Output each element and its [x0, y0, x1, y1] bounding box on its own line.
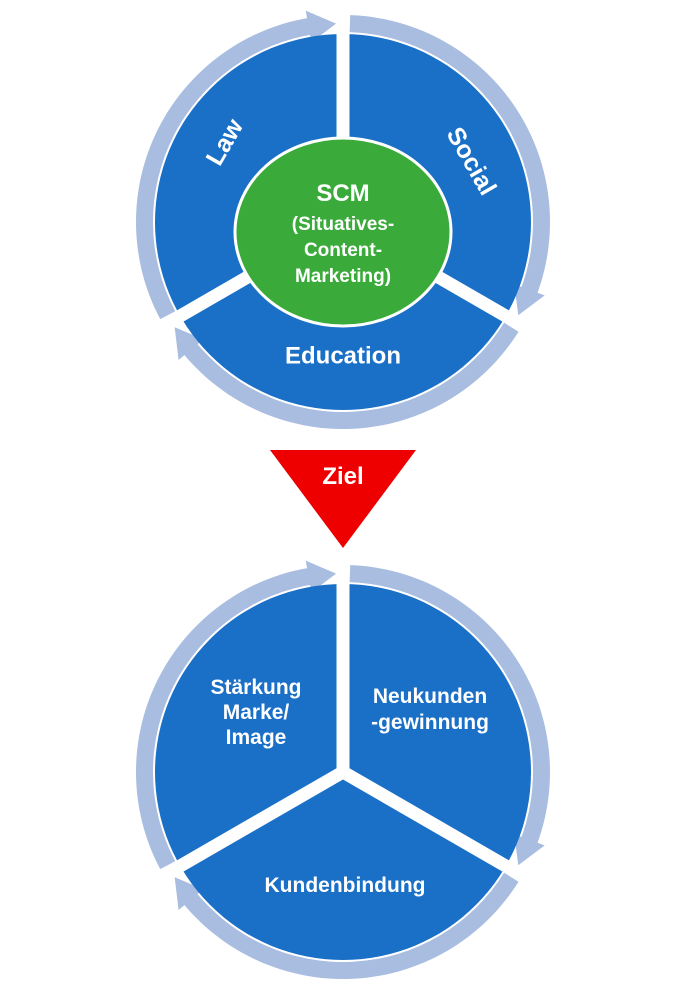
- top-ring-arrowhead: [514, 284, 545, 316]
- goal-label: Ziel: [322, 463, 363, 490]
- bottom-segment-label-staerkung: Marke/: [223, 701, 290, 724]
- top-cycle: Law Social Education SCM (Situatives- Co…: [136, 10, 551, 429]
- goal-triangle: [270, 450, 416, 548]
- scm-subtitle-line: Content-: [304, 240, 382, 261]
- bottom-segment-label-staerkung: Stärkung: [210, 676, 301, 699]
- top-ring-arrowhead: [305, 10, 337, 43]
- bottom-cycle: Stärkung Marke/ Image Neukunden -gewinnu…: [135, 560, 550, 979]
- bottom-segment-label-kundenbindung: Kundenbindung: [265, 874, 426, 897]
- scm-title: SCM: [316, 180, 369, 207]
- scm-subtitle-line: (Situatives-: [292, 214, 394, 235]
- bottom-dividers: [157, 561, 529, 884]
- scm-subtitle-line: Marketing): [295, 266, 391, 287]
- top-segment-label-education: Education: [285, 342, 401, 369]
- bottom-ring-arrowhead: [305, 560, 337, 593]
- segment-divider: [339, 766, 529, 884]
- segment-divider: [157, 766, 347, 884]
- bottom-segment-label-neukunden: -gewinnung: [371, 711, 489, 734]
- bottom-segment-label-staerkung: Image: [226, 726, 287, 749]
- bottom-ring-arrowhead: [514, 834, 545, 866]
- bottom-ring-arrowhead: [174, 877, 204, 910]
- goal-arrow: Ziel: [270, 450, 416, 548]
- bottom-segment-label-neukunden: Neukunden: [373, 685, 487, 708]
- scm-center-ellipse: [233, 136, 453, 328]
- top-ring-arrowhead: [174, 327, 204, 360]
